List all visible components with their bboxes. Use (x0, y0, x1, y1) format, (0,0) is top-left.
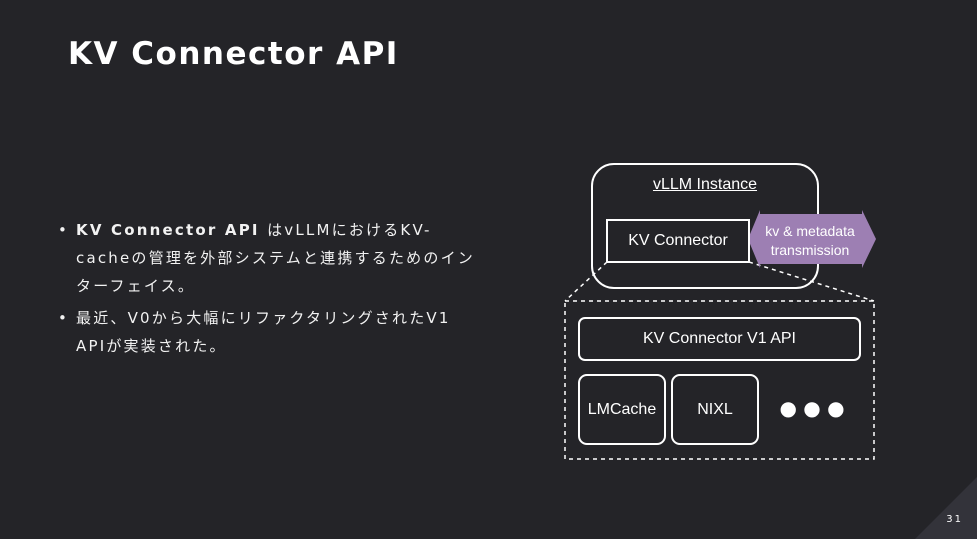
bullet-item-1: KV Connector API はvLLMにおけるKV-cacheの管理を外部… (58, 216, 478, 300)
nixl-box: NIXL (671, 374, 759, 445)
corner-decoration (915, 477, 977, 539)
kv-connector-v1-api-box: KV Connector V1 API (578, 317, 861, 361)
page-number: 31 (946, 514, 963, 525)
zoom-outline-dashed (564, 300, 875, 460)
bidirectional-arrow-icon (748, 210, 876, 268)
bullet-1-bold: KV Connector API (76, 221, 268, 239)
bullet-1-text: はvLLMにおけるKV-cacheの管理を外部システムと連携するためのインターフ… (76, 221, 475, 295)
more-ellipsis-icon: ● ● ● (779, 396, 845, 420)
bullet-item-2: 最近、V0から大幅にリファクタリングされたV1 APIが実装された。 (58, 304, 478, 360)
zoom-line-left (564, 261, 608, 302)
bullet-list: KV Connector API はvLLMにおけるKV-cacheの管理を外部… (58, 216, 478, 364)
lmcache-box: LMCache (578, 374, 666, 445)
vllm-instance-label: vLLM Instance (652, 176, 758, 193)
architecture-diagram: vLLM Instance KV Connector kv & metadata… (560, 160, 880, 465)
kv-metadata-label: kv & metadata transmission (765, 223, 855, 258)
kv-connector-box: KV Connector (606, 219, 750, 263)
bullet-2-text: 最近、V0から大幅にリファクタリングされたV1 APIが実装された。 (76, 309, 451, 355)
diagram-lines (564, 163, 876, 460)
zoom-line-right (748, 261, 875, 302)
slide-title: KV Connector API (68, 36, 399, 72)
